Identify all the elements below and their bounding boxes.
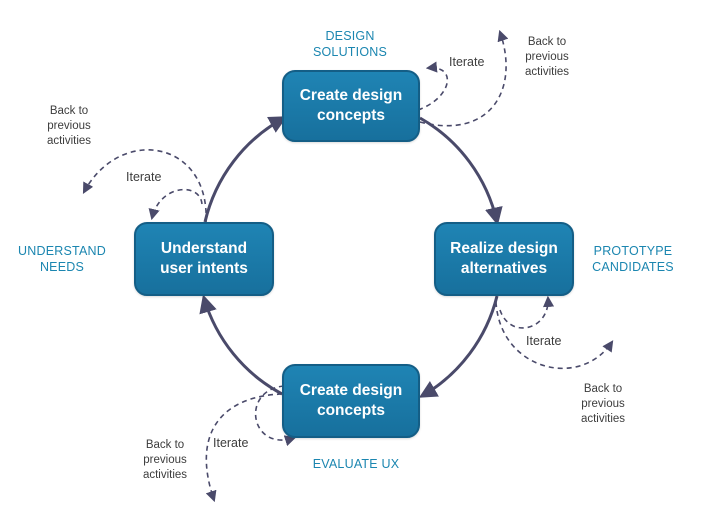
phase-label-prototype-candidates: PROTOTYPE CANDIDATES [578, 243, 688, 275]
node-left-line2: user intents [160, 260, 248, 277]
iterate-label-left: Iterate [126, 170, 162, 184]
phase-label-design-solutions: DESIGN SOLUTIONS [300, 28, 400, 60]
back-arrow-bottom [205, 393, 283, 503]
iterate-loop-bottom [254, 385, 297, 447]
node-bottom-line1: Create design [299, 382, 403, 399]
node-right-line2: alternatives [460, 260, 548, 277]
phase-top-line2: SOLUTIONS [312, 45, 388, 59]
back-label-left: Back to previous activities [46, 105, 92, 147]
node-top-line2: concepts [316, 107, 386, 124]
cycle-arrow-top-to-right [419, 116, 503, 226]
back-arrow-left [82, 149, 207, 223]
iterate-loop-top [417, 61, 449, 111]
phase-right-line1: PROTOTYPE [593, 244, 673, 258]
phase-left-line2: NEEDS [39, 260, 85, 274]
back-arrow-right [495, 301, 614, 370]
node-understand-user-intents: Understand user intents [134, 222, 274, 296]
iterate-label-right: Iterate [526, 334, 562, 348]
phase-right-line2: CANDIDATES [592, 260, 674, 274]
iterate-label-top: Iterate [449, 55, 485, 69]
iterate-label-bottom: Iterate [213, 436, 249, 450]
phase-bottom-line1: EVALUATE UX [312, 457, 400, 471]
node-realize-design-alternatives: Realize design alternatives [434, 222, 574, 296]
back-label-top: Back to previous activities [524, 36, 570, 78]
node-bottom-line2: concepts [316, 402, 386, 419]
node-create-design-concepts-top: Create design concepts [282, 70, 420, 142]
phase-left-line1: UNDERSTAND [18, 244, 106, 258]
node-right-line1: Realize design [450, 240, 558, 257]
back-arrow-top [419, 29, 509, 127]
node-create-design-concepts-bottom: Create design concepts [282, 364, 420, 438]
cycle-arrow-right-to-bottom [418, 295, 499, 398]
phase-label-evaluate-ux: EVALUATE UX [296, 456, 416, 472]
cycle-arrow-bottom-to-left [199, 294, 283, 396]
phase-top-line1: DESIGN [325, 29, 375, 43]
iterate-loop-right [499, 295, 555, 329]
node-top-line1: Create design [299, 87, 403, 104]
phase-label-understand-needs: UNDERSTAND NEEDS [12, 243, 112, 275]
iterate-loop-left [148, 188, 203, 221]
back-label-bottom: Back to previous activities [142, 439, 188, 481]
cycle-arrow-left-to-top [203, 116, 288, 223]
back-label-right: Back to previous activities [580, 383, 626, 425]
node-left-line1: Understand [160, 240, 248, 257]
